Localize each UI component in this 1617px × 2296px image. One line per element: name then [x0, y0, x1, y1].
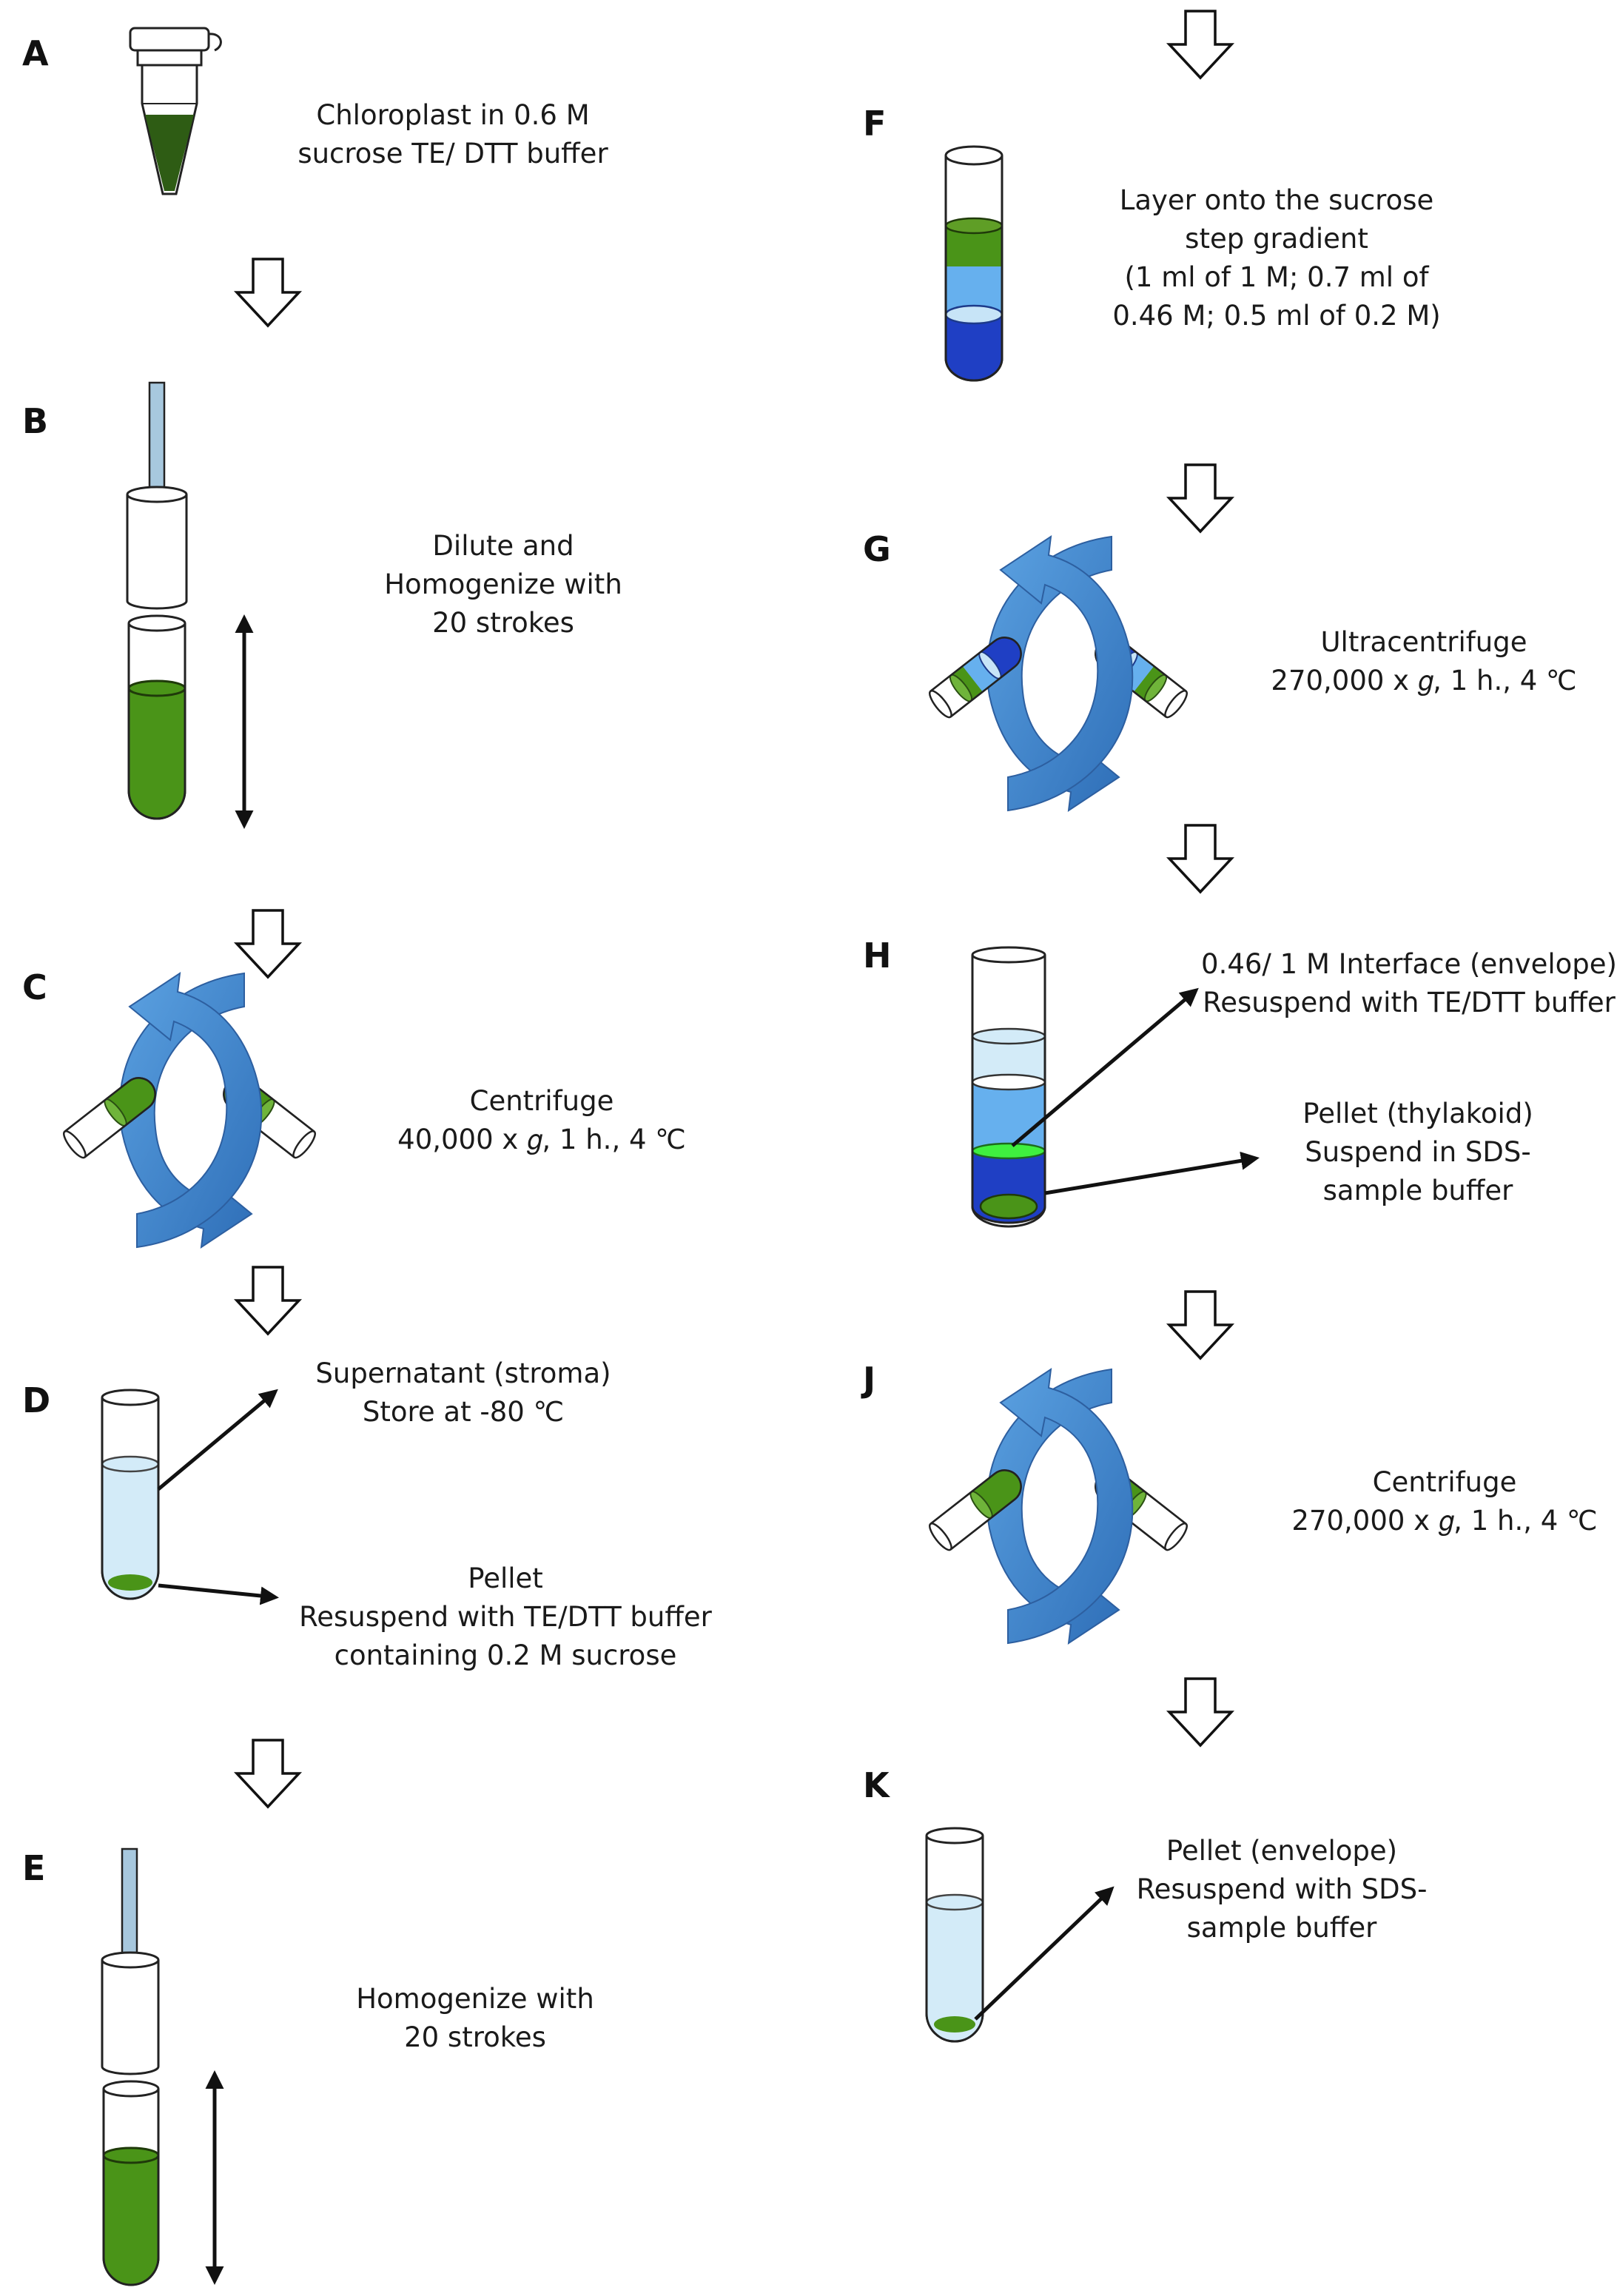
step-d-pellet-2: Resuspend with TE/DTT buffer: [299, 1601, 712, 1633]
pointer-arrow: [974, 1886, 1115, 2021]
step-label-b: B: [22, 401, 48, 441]
step-label-a: A: [22, 33, 49, 73]
step-b-caption-3: 20 strokes: [432, 607, 574, 639]
step-a-caption-1: Chloroplast in 0.6 M: [316, 99, 589, 131]
step-g-caption-2: 270,000 x 𝑔, 1 h., 4 ℃: [1271, 665, 1576, 696]
step-j-caption-2: 270,000 x 𝑔, 1 h., 4 ℃: [1291, 1505, 1597, 1537]
flow-arrow-icon: [235, 1266, 300, 1335]
gradient-tube-result-icon: [971, 946, 1046, 1228]
tube-supernatant-icon: [101, 1389, 160, 1600]
flow-arrow-icon: [1168, 463, 1233, 533]
step-k-caption-2: Resuspend with SDS-: [1137, 1873, 1428, 1905]
flow-arrow-icon: [235, 258, 300, 327]
step-d-supernatant-2: Store at -80 ℃: [363, 1396, 564, 1428]
step-h-pellet-1: Pellet (thylakoid): [1302, 1098, 1533, 1129]
step-h-interface-1: 0.46/ 1 M Interface (envelope): [1201, 948, 1617, 980]
step-k-caption-3: sample buffer: [1187, 1912, 1377, 1944]
tube-pellet-icon: [925, 1827, 984, 2043]
step-label-e: E: [22, 1848, 45, 1888]
step-h-pellet-3: sample buffer: [1323, 1175, 1513, 1206]
flow-arrow-icon: [1168, 824, 1233, 893]
flow-arrow-icon: [235, 909, 300, 979]
step-h-interface-2: Resuspend with TE/DTT buffer: [1203, 987, 1616, 1018]
step-label-c: C: [22, 967, 47, 1007]
step-c-caption-2: 40,000 x 𝑔, 1 h., 4 ℃: [397, 1124, 686, 1155]
step-label-h: H: [863, 936, 892, 976]
step-label-g: G: [863, 529, 891, 569]
pointer-arrow: [158, 1583, 279, 1605]
gradient-tube-icon: [944, 145, 1004, 382]
step-g-caption-1: Ultracentrifuge: [1320, 626, 1527, 658]
step-j-caption-1: Centrifuge: [1373, 1466, 1517, 1498]
step-e-caption-2: 20 strokes: [404, 2021, 546, 2053]
step-f-caption-2: step gradient: [1185, 223, 1368, 255]
flow-arrow-icon: [1168, 1290, 1233, 1360]
step-c-caption-1: Centrifuge: [470, 1085, 614, 1117]
ultracentrifuge-icon: [925, 536, 1191, 811]
step-label-j: J: [861, 1360, 875, 1400]
step-label-d: D: [22, 1380, 50, 1420]
step-a-caption-2: sucrose TE/ DTT buffer: [297, 138, 608, 169]
step-h-pellet-2: Suspend in SDS-: [1305, 1136, 1530, 1168]
step-d-pellet-1: Pellet: [468, 1562, 543, 1594]
homogenizer-icon: [101, 1847, 160, 2286]
step-e-caption-1: Homogenize with: [356, 1983, 594, 2015]
centrifuge-icon: [925, 1369, 1191, 1644]
step-f-caption-3: (1 ml of 1 M; 0.7 ml of: [1124, 261, 1429, 293]
step-b-caption-1: Dilute and: [432, 530, 574, 562]
centrifuge-icon: [59, 973, 320, 1248]
step-b-caption-2: Homogenize with: [384, 568, 622, 600]
flow-arrow-icon: [1168, 1677, 1233, 1747]
homogenizer-icon: [126, 381, 188, 820]
step-label-f: F: [863, 104, 886, 144]
microtube-icon: [129, 27, 222, 195]
flow-arrow-icon: [1168, 10, 1233, 79]
pointer-arrow: [157, 1389, 278, 1491]
step-f-caption-4: 0.46 M; 0.5 ml of 0.2 M): [1112, 300, 1440, 332]
step-f-caption-1: Layer onto the sucrose: [1120, 184, 1434, 216]
step-d-pellet-3: containing 0.2 M sucrose: [335, 1639, 677, 1671]
step-d-supernatant-1: Supernatant (stroma): [315, 1357, 611, 1389]
pointer-arrow: [1011, 987, 1199, 1147]
flow-arrow-icon: [235, 1739, 300, 1808]
pointer-arrow: [1044, 1151, 1260, 1195]
step-label-k: K: [863, 1765, 891, 1805]
step-k-caption-1: Pellet (envelope): [1166, 1835, 1397, 1867]
